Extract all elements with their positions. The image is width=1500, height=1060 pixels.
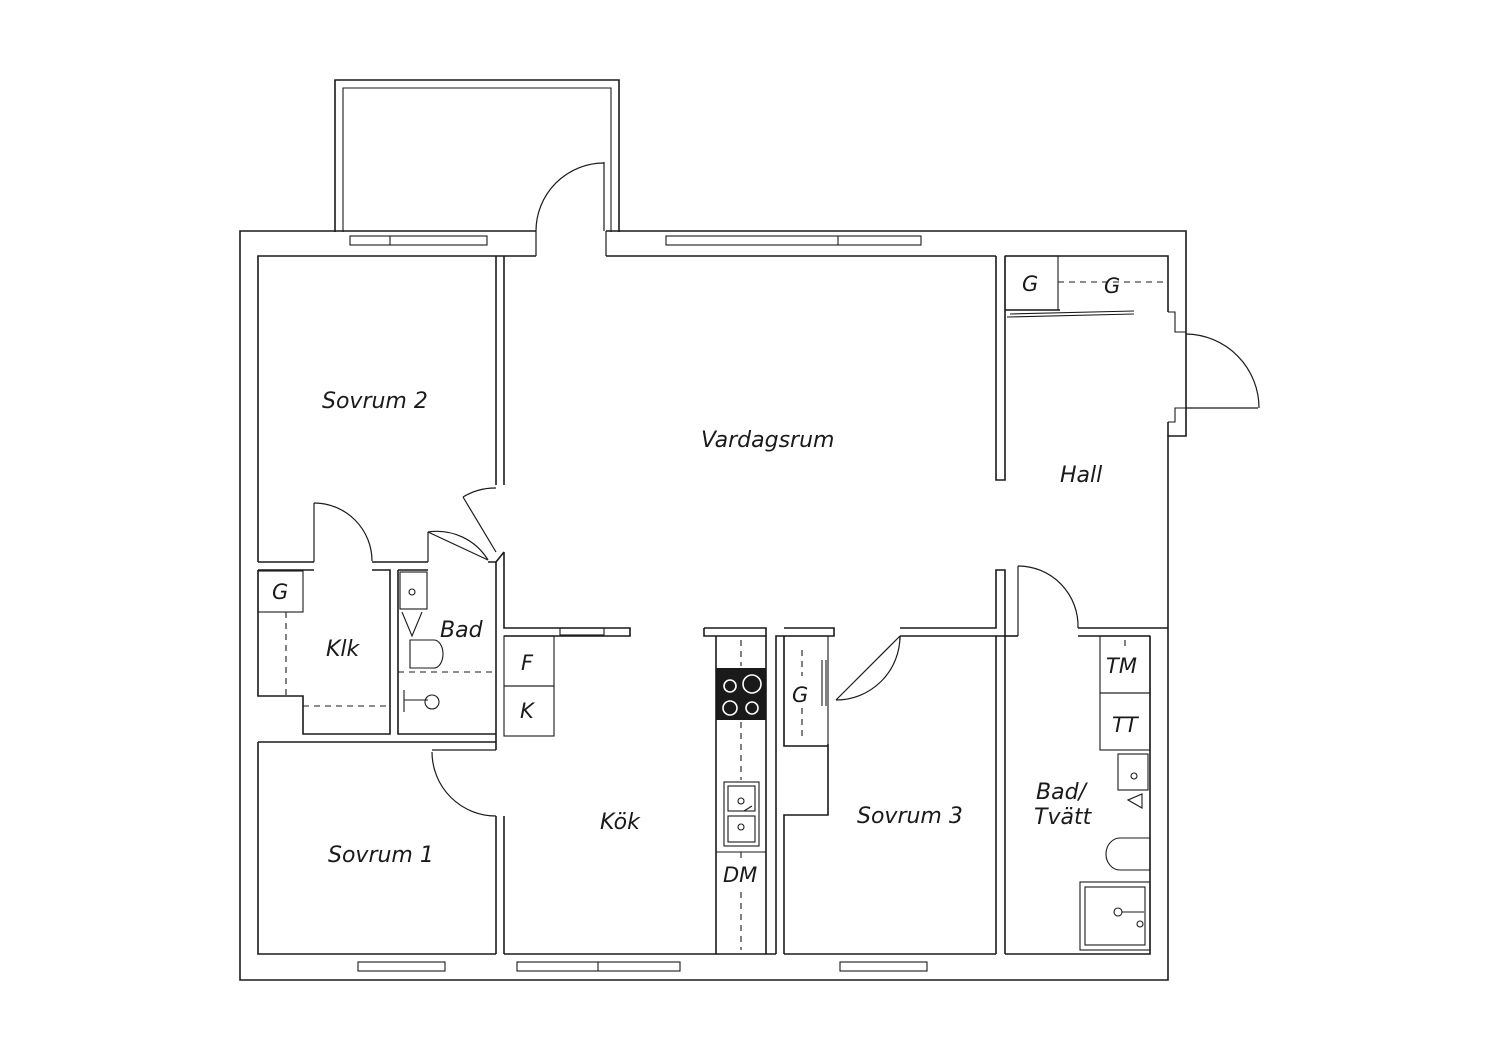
windows xyxy=(349,235,928,972)
fixture-label-freezer: K xyxy=(520,699,536,723)
room-label-sovrum-2: Sovrum 2 xyxy=(322,389,428,414)
room-label-bad: Bad xyxy=(440,618,484,643)
doors xyxy=(313,162,1260,817)
room-label-hall: Hall xyxy=(1060,463,1102,488)
fixtures xyxy=(257,570,1151,951)
room-label-kok: Kök xyxy=(600,810,641,835)
fixture-label-sovrum3-wardrobe: G xyxy=(792,683,808,707)
fixture-label-klk-wardrobe: G xyxy=(272,580,288,604)
exterior-walls xyxy=(239,230,1187,981)
room-label-klk: Klk xyxy=(326,637,361,662)
room-label-sovrum-1: Sovrum 1 xyxy=(328,843,434,868)
interior-walls xyxy=(257,255,1168,954)
room-label-bad-tvatt-2: Tvätt xyxy=(1034,805,1093,830)
balcony xyxy=(334,79,620,232)
room-label-vardagsrum: Vardagsrum xyxy=(701,428,834,453)
fixture-label-hall-wardrobe-1: G xyxy=(1022,272,1038,296)
fixture-label-hall-wardrobe-2: G xyxy=(1104,274,1120,298)
fixture-label-dryer: TT xyxy=(1112,713,1140,737)
fixture-label-fridge: F xyxy=(521,651,534,675)
room-label-bad-tvatt-1: Bad/ xyxy=(1036,780,1089,805)
fixture-label-dishwasher: DM xyxy=(723,863,757,887)
fixture-label-washer: TM xyxy=(1106,654,1137,678)
room-label-sovrum-3: Sovrum 3 xyxy=(857,804,963,829)
